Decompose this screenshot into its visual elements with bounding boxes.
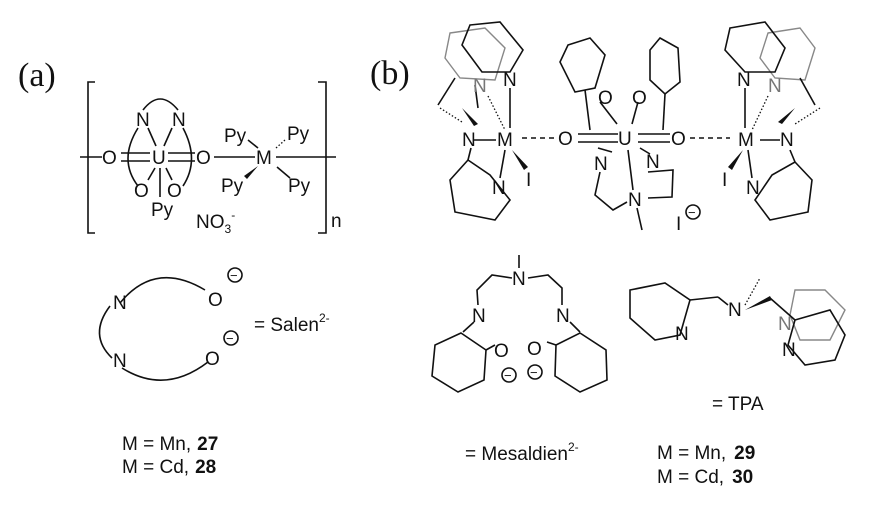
nitrate-counterion: NO3- [196, 208, 235, 236]
atom-m: M [497, 130, 513, 151]
atom-m: M [256, 148, 272, 169]
atom-n: N [594, 154, 608, 175]
charge-minus: − [688, 205, 696, 220]
atom-n: N [628, 190, 642, 211]
atom-o: O [167, 181, 182, 202]
atom-n: N [512, 269, 526, 290]
atom-py: Py [287, 124, 310, 145]
panel-a-label: (a) [18, 57, 56, 94]
uranyl-mesaldien-unit: O U O O O N N N I − [558, 36, 730, 235]
compound-line: M = Mn,29 [657, 443, 755, 464]
atom-py: Py [221, 176, 244, 197]
salen-ligand: N N O O − − = Salen2- [98, 267, 330, 381]
mesaldien-equals-label: = Mesaldien2- [465, 440, 579, 465]
atom-n: N [556, 306, 570, 327]
atom-n: N [675, 324, 689, 345]
atom-py: Py [288, 176, 311, 197]
compound-line: M = Mn,27 [122, 434, 218, 455]
atom-o: O [102, 148, 117, 169]
atom-o: O [598, 88, 613, 109]
atom-m: M [738, 130, 754, 151]
atom-n: N [778, 314, 792, 335]
tpa-equals-label: = TPA [712, 394, 764, 415]
atom-n: N [782, 340, 796, 361]
atom-n: N [492, 178, 506, 199]
atom-o: O [208, 290, 223, 311]
tpa-ligand: N N N N = TPA [629, 277, 846, 415]
atom-o: O [134, 181, 149, 202]
atom-o: O [671, 129, 686, 150]
atom-i: I [676, 214, 681, 235]
atom-o: O [205, 349, 220, 370]
atom-n: N [737, 70, 751, 91]
repeat-subscript-n: n [331, 211, 342, 232]
right-tpa-metal-unit: M N N N N I [722, 21, 821, 221]
atom-o: O [494, 341, 509, 362]
atom-n: N [473, 76, 487, 97]
atom-py: Py [151, 200, 174, 221]
compound-list-a: M = Mn,27 M = Cd,28 [122, 434, 218, 478]
atom-o: O [632, 88, 647, 109]
panel-b: (b) N M N N N I [370, 21, 846, 488]
atom-n: N [746, 178, 760, 199]
mesaldien-ligand: N N N O O − − = Mesaldien2- [431, 255, 608, 465]
compound-line: M = Cd,30 [657, 467, 753, 488]
charge-minus: − [230, 268, 238, 283]
salen-equals-label: = Salen2- [254, 311, 330, 336]
compound-line: M = Cd,28 [122, 457, 216, 478]
wedge-bond [244, 166, 258, 179]
charge-minus: − [226, 331, 234, 346]
atom-i: I [722, 170, 727, 191]
atom-n: N [136, 110, 150, 131]
atom-u: U [152, 148, 166, 169]
charge-minus: − [504, 368, 512, 383]
atom-n: N [646, 152, 660, 173]
atom-n: N [462, 130, 476, 151]
charge-minus: − [530, 365, 538, 380]
atom-n: N [172, 110, 186, 131]
atom-n: N [780, 130, 794, 151]
atom-py: Py [224, 126, 247, 147]
atom-o: O [196, 148, 211, 169]
atom-n: N [503, 70, 517, 91]
atom-u: U [618, 129, 632, 150]
atom-o: O [527, 339, 542, 360]
compound-list-b: M = Mn,29 M = Cd,30 [657, 443, 755, 488]
atom-n: N [768, 76, 782, 97]
panel-a: (a) n N N O U O O O Py M P [18, 57, 342, 478]
panel-b-label: (b) [370, 55, 410, 92]
left-tpa-metal-unit: N M N N N I [437, 21, 558, 221]
atom-n: N [728, 300, 742, 321]
atom-i: I [526, 170, 531, 191]
atom-n: N [113, 351, 127, 372]
atom-n: N [472, 306, 486, 327]
atom-o: O [558, 129, 573, 150]
atom-n: N [113, 293, 127, 314]
